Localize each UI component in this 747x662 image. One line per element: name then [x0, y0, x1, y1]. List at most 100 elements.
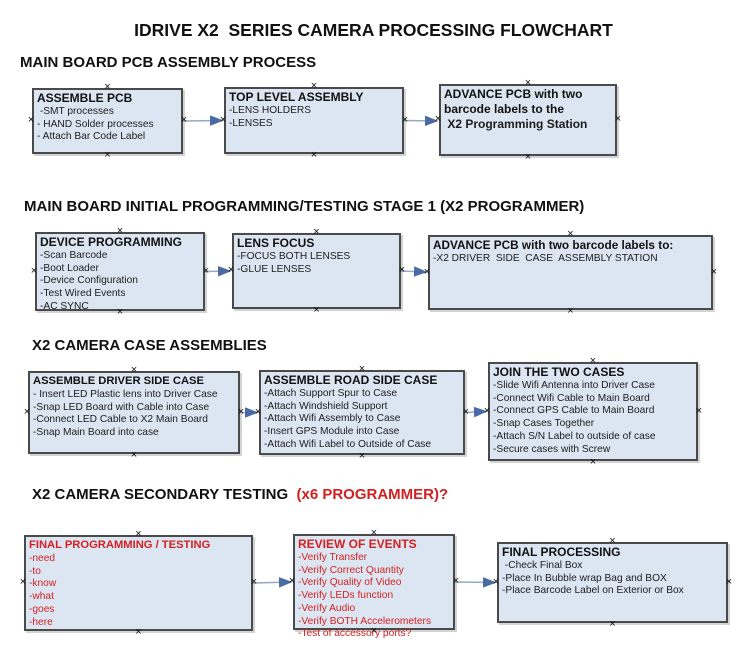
box-title: ASSEMBLE PCB: [37, 91, 133, 105]
box-line: -Snap Main Board into case: [33, 427, 159, 439]
box-title: REVIEW OF EVENTS: [298, 537, 417, 551]
box-line: -Snap LED Board with Cable into Case: [33, 401, 210, 413]
box-line: -need: [29, 553, 56, 564]
flow-box-advance-pcb-driver-side-station[interactable]: ADVANCE PCB with two barcode labels to: …: [428, 235, 713, 310]
connection-handle-icon: [237, 407, 245, 417]
box-line: -Test of accessory ports?: [298, 628, 412, 640]
connection-handle-icon: [398, 265, 406, 275]
connection-handle-icon: [462, 407, 470, 417]
section-heading-initial-programming: MAIN BOARD INITIAL PROGRAMMING/TESTING S…: [24, 198, 585, 215]
box-line: -Place Barcode Label on Exterior or Box: [502, 585, 684, 597]
box-line: -Slide Wifi Antenna into Driver Case: [493, 380, 655, 391]
connection-handle-icon: [609, 536, 617, 546]
box-line: - Attach Bar Code Label: [37, 131, 146, 143]
connection-handle-icon: [434, 114, 442, 124]
box-line: -Device Configuration: [40, 275, 138, 287]
box-title: ADVANCE PCB with two barcode labels to:: [433, 238, 674, 252]
connection-handle-icon: [567, 306, 575, 316]
connection-handle-icon: [358, 364, 366, 374]
box-line: -goes: [29, 603, 55, 615]
arrow-review-to-finalproc[interactable]: [454, 577, 497, 588]
connection-handle-icon: [423, 267, 431, 277]
box-title: ASSEMBLE ROAD SIDE CASE: [264, 373, 438, 387]
box-line: -Attach Windshield Support: [264, 400, 388, 412]
connection-handle-icon: [180, 115, 188, 125]
flow-box-advance-pcb-programming-station[interactable]: ADVANCE PCB with two barcode labels to t…: [439, 84, 617, 156]
flow-box-top-level-assembly[interactable]: TOP LEVEL ASSEMBLY -LENS HOLDERS -LENSES: [224, 87, 404, 154]
box-line: -Attach S/N Label to outside of case: [493, 430, 656, 442]
box-line: X2 Programming Station: [444, 117, 588, 131]
connection-handle-icon: [524, 152, 532, 162]
box-line: -GLUE LENSES: [237, 263, 312, 275]
connection-handle-icon: [254, 407, 262, 417]
page-title: IDRIVE X2 SERIES CAMERA PROCESSING FLOWC…: [134, 20, 613, 40]
connection-handle-icon: [30, 266, 38, 276]
flow-box-lens-focus[interactable]: LENS FOCUS -FOCUS BOTH LENSES -GLUE LENS…: [232, 233, 401, 309]
section-heading-secondary-testing-black: X2 CAMERA SECONDARY TESTING: [32, 486, 289, 503]
box-title: ASSEMBLE DRIVER SIDE CASE: [33, 375, 204, 387]
box-title: DEVICE PROGRAMMING: [40, 235, 183, 249]
connection-handle-icon: [130, 450, 138, 460]
connection-handle-icon: [130, 365, 138, 375]
flow-box-assemble-pcb[interactable]: ASSEMBLE PCB -SMT processes - HAND Solde…: [32, 88, 183, 154]
connection-handle-icon: [725, 577, 733, 587]
box-line: -Connect Wifi Cable to Main Board: [493, 392, 650, 404]
connection-handle-icon: [310, 150, 318, 160]
box-line: -Place In Bubble wrap Bag and BOX: [502, 572, 667, 584]
box-line: -what: [29, 591, 54, 603]
connection-handle-icon: [492, 577, 500, 587]
box-line: -Test Wired Events: [40, 288, 126, 300]
box-title: FINAL PROGRAMMING / TESTING: [29, 539, 211, 551]
connection-handle-icon: [370, 626, 378, 636]
flow-box-join-the-two-cases[interactable]: JOIN THE TWO CASES -Slide Wifi Antenna i…: [488, 362, 698, 461]
flow-box-assemble-road-side-case[interactable]: ASSEMBLE ROAD SIDE CASE -Attach Support …: [259, 370, 465, 455]
arrow-assemble-to-toplevel[interactable]: [182, 115, 224, 126]
box-line: -Verify Audio: [298, 602, 356, 614]
connection-handle-icon: [313, 227, 321, 237]
box-line: -Scan Barcode: [40, 250, 108, 261]
box-line: -AC SYNC: [40, 300, 89, 312]
box-line: -SMT processes: [37, 106, 114, 117]
flow-box-final-programming-testing[interactable]: FINAL PROGRAMMING / TESTING -need -to -k…: [24, 535, 253, 631]
box-line: -Verify Transfer: [298, 552, 368, 563]
connection-handle-icon: [310, 81, 318, 91]
connection-handle-icon: [589, 457, 597, 467]
box-line: -Snap Cases Together: [493, 418, 595, 430]
connection-handle-icon: [589, 356, 597, 366]
flow-box-review-of-events[interactable]: REVIEW OF EVENTS -Verify Transfer -Verif…: [293, 534, 455, 639]
connection-handle-icon: [609, 619, 617, 629]
arrow-finalprog-to-review[interactable]: [252, 577, 293, 588]
box-title: LENS FOCUS: [237, 236, 315, 250]
connection-handle-icon: [116, 226, 124, 236]
connection-handle-icon: [104, 150, 112, 160]
connection-handle-icon: [135, 529, 143, 539]
box-line: -Connect GPS Cable to Main Board: [493, 405, 655, 417]
box-line: -Secure cases with Screw: [493, 443, 611, 455]
section-heading-secondary-testing: X2 CAMERA SECONDARY TESTING (x6 PROGRAMM…: [32, 486, 448, 503]
box-line: -Verify LEDs function: [298, 590, 394, 602]
connection-handle-icon: [313, 305, 321, 315]
box-line: -Attach Wifi Label to Outside of Case: [264, 438, 432, 450]
box-line: -Verify BOTH Accelerometers: [298, 615, 432, 627]
connection-handle-icon: [710, 267, 718, 277]
arrow-toplevel-to-advance[interactable]: [403, 115, 439, 127]
box-title: TOP LEVEL ASSEMBLY: [229, 90, 364, 104]
flow-box-assemble-driver-side-case[interactable]: ASSEMBLE DRIVER SIDE CASE - Insert LED P…: [28, 371, 240, 454]
box-line: -Connect LED Cable to X2 Main Board: [33, 414, 208, 426]
flow-box-device-programming[interactable]: DEVICE PROGRAMMING -Scan Barcode -Boot L…: [35, 232, 205, 312]
connection-handle-icon: [219, 115, 227, 125]
box-line: -here: [29, 616, 53, 628]
box-title: ADVANCE PCB with two barcode labels to t…: [444, 87, 583, 116]
connection-handle-icon: [202, 266, 210, 276]
box-line: -to: [29, 565, 41, 577]
box-line: -LENS HOLDERS: [229, 105, 312, 116]
section-heading-secondary-testing-red: (x6 PROGRAMMER)?: [288, 486, 449, 503]
connection-handle-icon: [358, 451, 366, 461]
connection-handle-icon: [614, 114, 622, 124]
box-line: -FOCUS BOTH LENSES: [237, 251, 351, 262]
section-heading-case-assemblies: X2 CAMERA CASE ASSEMBLIES: [32, 337, 267, 354]
connection-handle-icon: [250, 577, 258, 587]
flow-box-final-processing[interactable]: FINAL PROCESSING -Check Final Box -Place…: [497, 542, 728, 623]
connection-handle-icon: [567, 229, 575, 239]
